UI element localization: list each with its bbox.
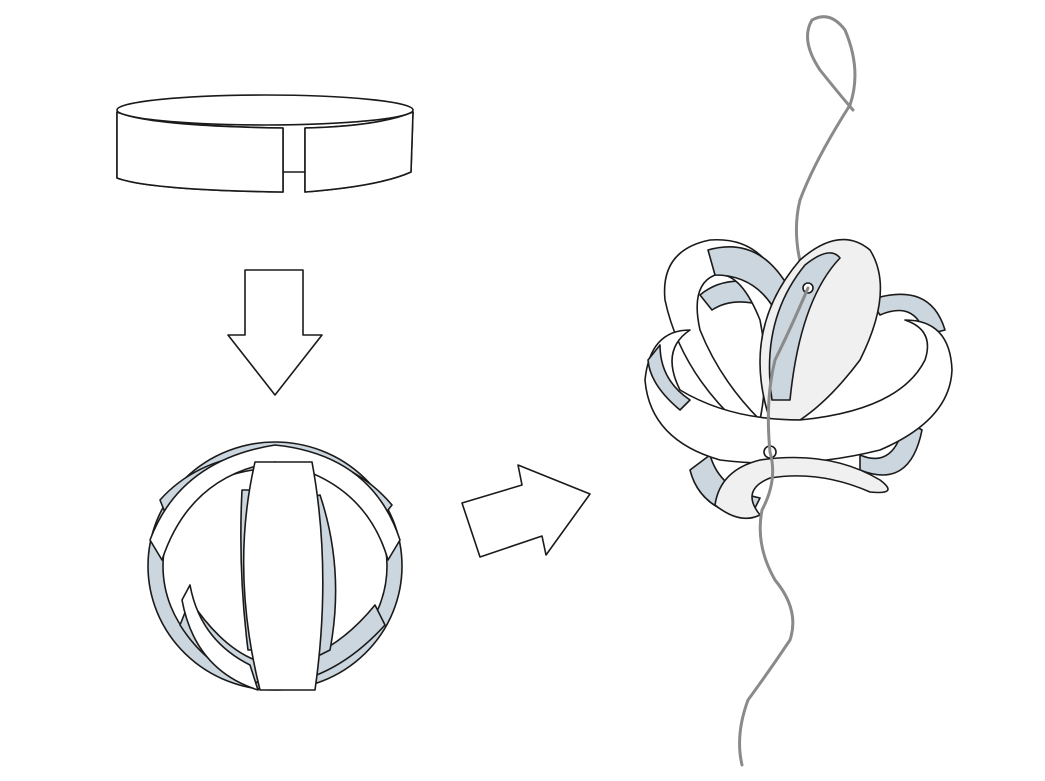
string-bottom (738, 450, 795, 767)
paper-band (116, 94, 414, 193)
arrow-right-icon (461, 464, 591, 558)
arrow-down-icon (227, 269, 323, 396)
string-top (794, 15, 857, 290)
assembled-ball (147, 441, 403, 691)
hanging-ornament (644, 15, 953, 767)
string-inner (766, 286, 810, 454)
